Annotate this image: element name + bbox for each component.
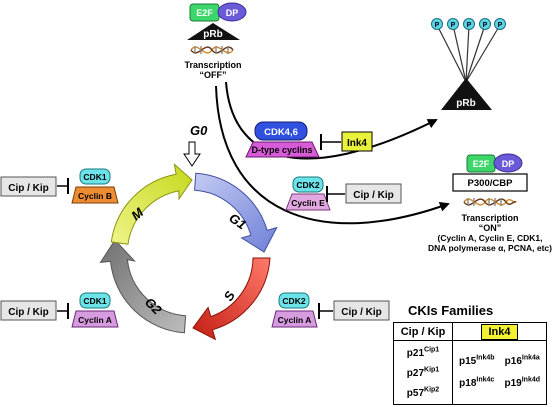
list-item: p18Ink4c xyxy=(459,376,495,389)
cyclin-e-label: Cyclin E xyxy=(291,198,325,208)
prb-phospho-label: pRb xyxy=(456,98,475,109)
ink4-box-label: Ink4 xyxy=(347,138,367,149)
g0-entry-arrow xyxy=(183,141,201,167)
cdk1-label: CDK1 xyxy=(83,296,106,306)
dp-label: DP xyxy=(502,159,515,169)
e2f-label: E2F xyxy=(473,159,490,169)
cip-kip-header: Cip / Kip xyxy=(393,322,453,341)
cip-kip-box xyxy=(0,300,57,321)
cyclin-e-badge xyxy=(285,193,331,211)
phosphorylated-prb: P P P P P pRb xyxy=(431,18,506,110)
dp-label: DP xyxy=(226,8,239,18)
ink4-header-cell: Ink4 xyxy=(452,322,547,341)
cyclin-a-label: Cyclin A xyxy=(278,315,312,325)
prb-label: pRb xyxy=(203,29,222,40)
g0-label: G0 xyxy=(190,123,208,138)
cip-kip-box xyxy=(345,183,402,204)
cki-families-table: Cip / Kip Ink4 p21Cip1 p27Kip1 p57Kip2 p… xyxy=(393,322,547,405)
cip-kip-label: Cip / Kip xyxy=(8,183,49,194)
cip-kip-members: p21Cip1 p27Kip1 p57Kip2 xyxy=(393,340,453,405)
cdk1-cyclin-b-complex: CDK1 Cyclin B xyxy=(71,168,119,204)
arrow-to-transcription-on xyxy=(215,85,450,225)
table-header-row: Cip / Kip Ink4 xyxy=(393,322,547,341)
cip-kip-label: Cip / Kip xyxy=(8,307,49,318)
dna-helix-icon xyxy=(463,198,517,206)
cdk2-label: CDK2 xyxy=(296,180,319,190)
cdk46-badge xyxy=(254,121,308,141)
cdk2-badge xyxy=(292,176,324,193)
transcription-targets-line1: (Cyclin A, Cyclin E, CDK1, xyxy=(437,233,542,243)
phosphate-label: P xyxy=(483,22,488,29)
phosphate-label: P xyxy=(467,22,472,29)
active-transcription-complex: E2F DP P300/CBP Transcription “ON” (Cycl… xyxy=(428,153,552,253)
cdk46-complex: CDK4,6 D-type cyclins xyxy=(245,121,320,158)
phosphate-icon xyxy=(494,18,506,30)
cyclin-b-badge xyxy=(71,186,119,204)
table-row: p21Cip1 p27Kip1 p57Kip2 p15Ink4b p16Ink4… xyxy=(393,340,547,405)
ink4-header: Ink4 xyxy=(481,323,518,340)
phosphate-label: P xyxy=(435,22,440,29)
dna-helix-icon xyxy=(190,46,234,54)
phosphate-icon xyxy=(447,18,459,30)
ink4-members: p15Ink4b p16Ink4a p18Ink4c p19Ink4d xyxy=(452,340,547,405)
cdk1-badge xyxy=(79,292,111,309)
phosphate-label: P xyxy=(451,22,456,29)
ink4-box xyxy=(341,131,373,152)
cdk1-label: CDK1 xyxy=(83,172,106,182)
repressed-complex: E2F DP pRb Transcription “OFF” xyxy=(184,2,247,80)
e2f-label: E2F xyxy=(196,8,213,18)
cip-kip-box xyxy=(0,176,57,197)
phosphate-icon xyxy=(431,18,443,30)
prb-triangle xyxy=(187,23,240,40)
p300-cbp-box xyxy=(452,173,528,192)
cdk2-badge xyxy=(278,292,310,309)
cki-families-title: CKIs Families xyxy=(408,303,494,318)
cyclin-a-badge xyxy=(271,310,318,328)
cyclin-b-label: Cyclin B xyxy=(78,191,112,201)
transcription-on-line2: “ON” xyxy=(479,223,502,233)
list-item: p15Ink4b xyxy=(458,354,495,367)
transcription-off-line2: “OFF” xyxy=(200,70,227,80)
cdk2-label: CDK2 xyxy=(282,296,305,306)
list-item: p19Ink4d xyxy=(504,376,541,389)
p300-cbp-label: P300/CBP xyxy=(468,178,514,189)
list-item: p57Kip2 xyxy=(406,386,440,399)
cyclin-a-label: Cyclin A xyxy=(78,315,112,325)
cdk2-cyclin-e-complex: CDK2 Cyclin E xyxy=(285,176,331,211)
cip-kip-box xyxy=(333,300,390,321)
cip-kip-label: Cip / Kip xyxy=(353,190,394,201)
cdk46-label: CDK4,6 xyxy=(264,127,298,138)
dtype-cyclins-label: D-type cyclins xyxy=(251,145,312,155)
phosphate-icon xyxy=(463,18,475,30)
transcription-targets-line2: DNA polymerase α, PCNA, etc) xyxy=(428,243,552,253)
cip-kip-label: Cip / Kip xyxy=(341,307,382,318)
dp-badge xyxy=(217,2,247,22)
prb-triangle-phospho xyxy=(441,78,492,110)
cdk1-cyclin-a-complex: CDK1 Cyclin A xyxy=(71,292,119,328)
list-item: p27Kip1 xyxy=(406,366,440,379)
s-phase-arrow xyxy=(192,257,271,341)
cdk1-badge xyxy=(79,168,111,185)
phosphate-label: P xyxy=(498,22,503,29)
phosphate-icon xyxy=(479,18,491,30)
m-phase-arrow xyxy=(110,162,193,245)
cdk2-cyclin-a-complex: CDK2 Cyclin A xyxy=(271,292,318,328)
list-item: p16Ink4a xyxy=(504,354,540,367)
transcription-off-line1: Transcription xyxy=(184,60,241,70)
cyclin-a-badge xyxy=(71,310,119,328)
dtype-cyclins-badge xyxy=(245,141,320,158)
g1-phase-arrow xyxy=(194,172,278,253)
transcription-on-line1: Transcription xyxy=(461,213,518,223)
list-item: p21Cip1 xyxy=(406,346,440,359)
dp-badge xyxy=(493,153,523,173)
